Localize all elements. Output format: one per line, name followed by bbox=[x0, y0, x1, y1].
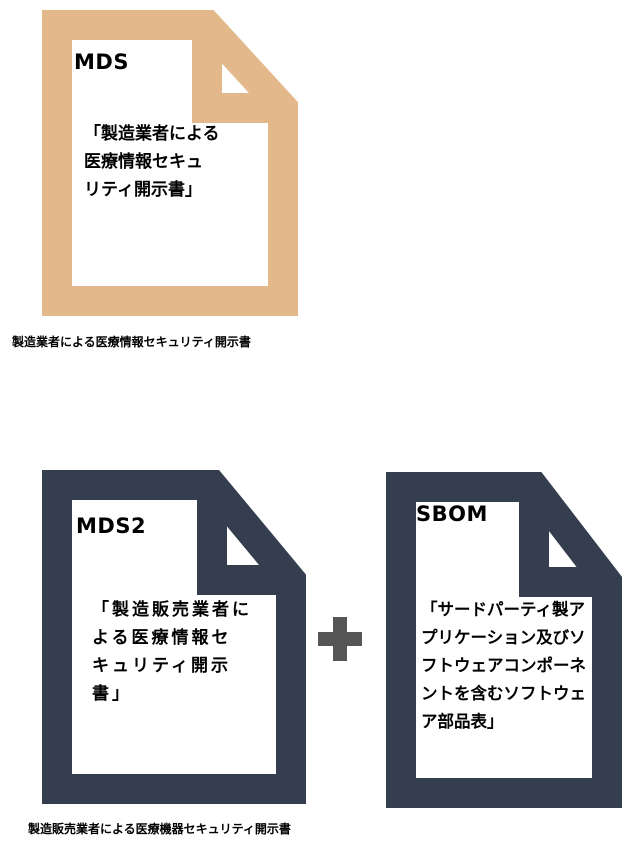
mds-title: MDS bbox=[74, 50, 129, 74]
mds-document: MDS 「製造業者による 医療情報セキュ リティ開示書」 bbox=[40, 8, 300, 318]
mds2-title: MDS2 bbox=[76, 514, 147, 538]
sbom-title: SBOM bbox=[416, 502, 488, 526]
mds-caption: 製造業者による医療情報セキュリティ開示書 bbox=[12, 335, 251, 349]
sbom-document: SBOM 「サードパーティ製ア プリケーション及びソ フトウェアコンポーネ ント… bbox=[384, 470, 624, 810]
plus-icon bbox=[318, 617, 362, 665]
mds2-document-icon bbox=[42, 470, 306, 804]
mds-description: 「製造業者による 医療情報セキュ リティ開示書」 bbox=[84, 124, 220, 200]
mds2-description: 「製造販売業者に よる医療情報セ キュリティ開示 書」 bbox=[92, 600, 252, 704]
mds-document-icon bbox=[42, 9, 298, 316]
sbom-document-icon bbox=[386, 472, 622, 808]
sbom-description: 「サードパーティ製ア プリケーション及びソ フトウェアコンポーネ ントを含むソフ… bbox=[421, 600, 586, 731]
mds2-document: MDS2 「製造販売業者に よる医療情報セ キュリティ開示 書」 bbox=[40, 468, 308, 806]
mds2-caption: 製造販売業者による医療機器セキュリティ開示書 bbox=[28, 822, 291, 836]
